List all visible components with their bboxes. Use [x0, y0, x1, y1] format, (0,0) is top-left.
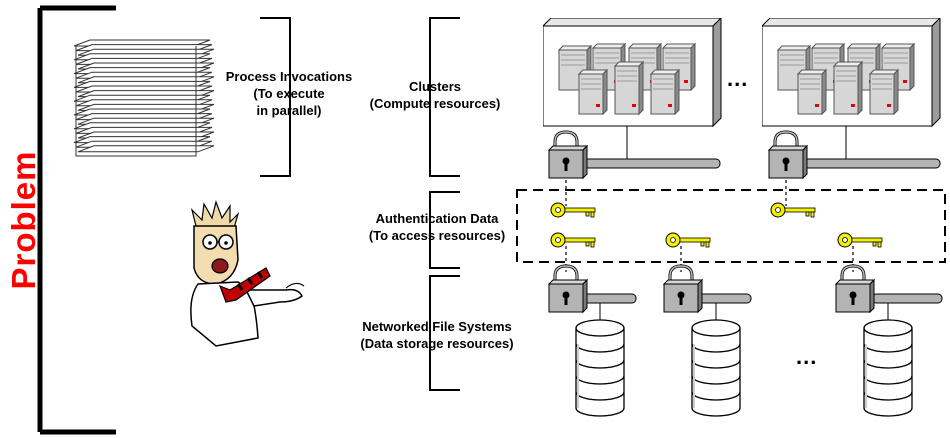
- servers: [557, 42, 697, 116]
- padlock-icon: [547, 264, 589, 314]
- key-icon: [550, 232, 596, 248]
- clusters-label-line2: (Compute resources): [369, 96, 501, 111]
- auth-data-label: Authentication Data (To access resources…: [352, 210, 522, 244]
- nfs-label-line2: (Data storage resources): [360, 336, 514, 351]
- database-icon: [575, 319, 625, 417]
- padlock-icon: [547, 130, 589, 180]
- servers: [776, 42, 916, 116]
- server-tower-icon: [868, 68, 900, 116]
- process-label-line1: Process Invocations: [225, 69, 353, 84]
- auth-label-line1: Authentication Data: [375, 211, 499, 226]
- paper-stack-icon: [73, 39, 215, 157]
- nfs-label: Networked File Systems (Data storage res…: [344, 318, 530, 352]
- key-icon: [550, 202, 596, 218]
- server-tower-icon: [613, 60, 645, 116]
- server-tower-icon: [649, 68, 681, 116]
- key-icon: [770, 202, 816, 218]
- key-icon: [665, 232, 711, 248]
- network-bar: [803, 158, 941, 169]
- key-icon: [837, 232, 883, 248]
- padlock-icon: [662, 264, 704, 314]
- process-label-line3: in parallel): [256, 103, 322, 118]
- server-tower-icon: [832, 60, 864, 116]
- network-bar: [871, 293, 943, 304]
- database-icon: [863, 319, 913, 417]
- process-label-line2: (To execute: [253, 86, 325, 101]
- process-invocations-label: Process Invocations (To execute in paral…: [214, 68, 364, 119]
- database-icon: [691, 319, 741, 417]
- paper-sheet: [77, 145, 215, 153]
- nfs-label-line1: Networked File Systems: [362, 319, 512, 334]
- network-bar: [698, 293, 752, 304]
- server-tower-icon: [577, 68, 609, 116]
- padlock-icon: [834, 264, 876, 314]
- network-bar: [583, 293, 637, 304]
- cluster-1: [543, 18, 722, 128]
- padlock-icon: [767, 130, 809, 180]
- network-bar: [583, 158, 721, 169]
- auth-label-line2: (To access resources): [368, 228, 506, 243]
- person-cartoon-icon: [190, 199, 305, 347]
- clusters-label-line1: Clusters: [408, 79, 462, 94]
- storage-ellipsis: ...: [796, 344, 818, 369]
- clusters-ellipsis: ...: [727, 66, 749, 91]
- paper-stack-edge: [75, 46, 197, 157]
- server-tower-icon: [796, 68, 828, 116]
- clusters-label: Clusters (Compute resources): [360, 78, 510, 112]
- cluster-2: [762, 18, 941, 128]
